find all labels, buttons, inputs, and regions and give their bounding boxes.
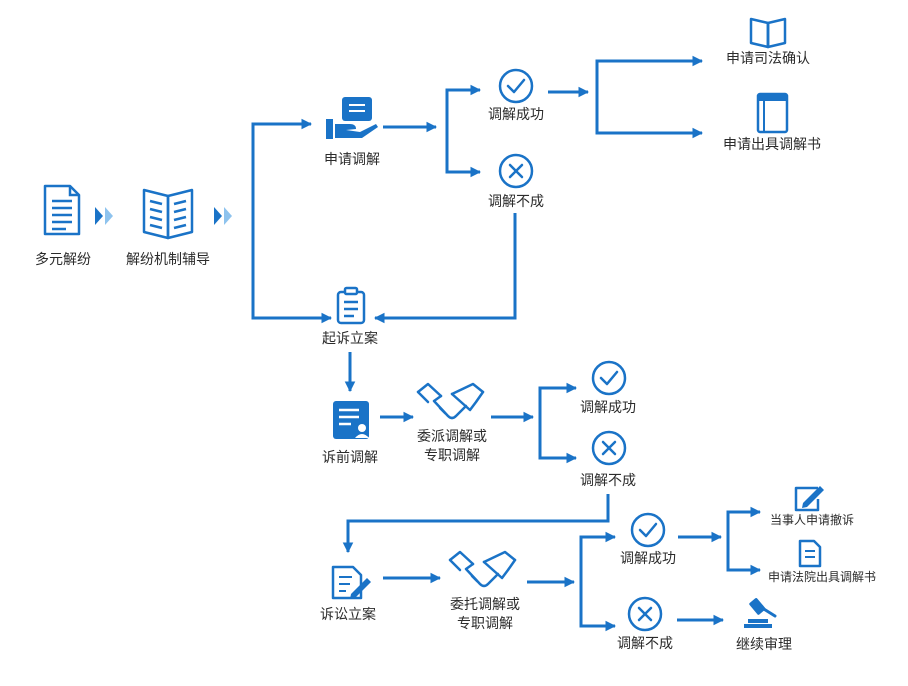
- hand-card-icon: [326, 97, 378, 139]
- check-circle-icon: [630, 512, 666, 548]
- connector: [251, 118, 313, 318]
- handshake-icon: [416, 382, 485, 420]
- node-mediation-doc-1-label: 申请出具调解书: [723, 137, 821, 153]
- close-circle-icon: [627, 596, 663, 632]
- clipboard-icon: [336, 286, 366, 325]
- chevron-icon: [95, 207, 113, 225]
- node-file-case-label: 起诉立案: [322, 331, 378, 347]
- book-icon: [749, 17, 787, 49]
- document-pen-icon: [331, 565, 371, 600]
- connector: [579, 531, 617, 626]
- node-withdraw-label: 当事人申请撤诉: [769, 513, 855, 527]
- open-book-icon: [142, 188, 194, 240]
- connector: [579, 537, 617, 632]
- connector: [595, 61, 704, 139]
- document-person-icon: [333, 401, 369, 439]
- gavel-icon: [744, 598, 777, 628]
- chevron-icon: [214, 207, 232, 225]
- node-court-doc-label: 申请法院出具调解书: [767, 570, 877, 584]
- connector: [726, 506, 762, 570]
- handshake-icon: [448, 550, 517, 588]
- file-icon: [798, 539, 822, 568]
- connector: [595, 55, 704, 133]
- closed-book-icon: [756, 92, 789, 134]
- node-fail-3-label: 调解不成: [617, 636, 673, 652]
- node-delegated-1-label: 委派调解或 专职调解: [417, 429, 487, 464]
- node-pre-litigation-label: 诉前调解: [322, 450, 378, 466]
- node-guidance-label: 解纷机制辅导: [126, 252, 210, 268]
- connector: [445, 84, 482, 172]
- connector: [342, 494, 610, 554]
- node-delegated-2-label: 委托调解或 专职调解: [450, 597, 520, 632]
- node-litigation-case-label: 诉讼立案: [320, 607, 376, 623]
- close-circle-icon: [591, 430, 627, 466]
- close-circle-icon: [498, 153, 534, 189]
- edit-icon: [794, 486, 824, 512]
- node-judicial-confirm-label: 申请司法确认: [726, 51, 810, 67]
- connector: [373, 213, 517, 324]
- connector: [251, 124, 333, 324]
- connector: [445, 90, 482, 178]
- node-continue-trial-label: 继续审理: [736, 637, 792, 653]
- document-icon: [43, 184, 81, 236]
- node-fail-2-label: 调解不成: [580, 473, 636, 489]
- node-success-1-label: 调解成功: [488, 107, 544, 123]
- connector: [538, 388, 578, 464]
- node-fail-1-label: 调解不成: [488, 194, 544, 210]
- node-success-3-label: 调解成功: [620, 551, 676, 567]
- node-success-2-label: 调解成功: [580, 400, 636, 416]
- node-apply-mediation-label: 申请调解: [324, 152, 380, 168]
- connector: [726, 512, 762, 576]
- node-diversified-label: 多元解纷: [35, 252, 91, 268]
- connector: [538, 382, 578, 458]
- check-circle-icon: [498, 68, 534, 104]
- check-circle-icon: [591, 360, 627, 396]
